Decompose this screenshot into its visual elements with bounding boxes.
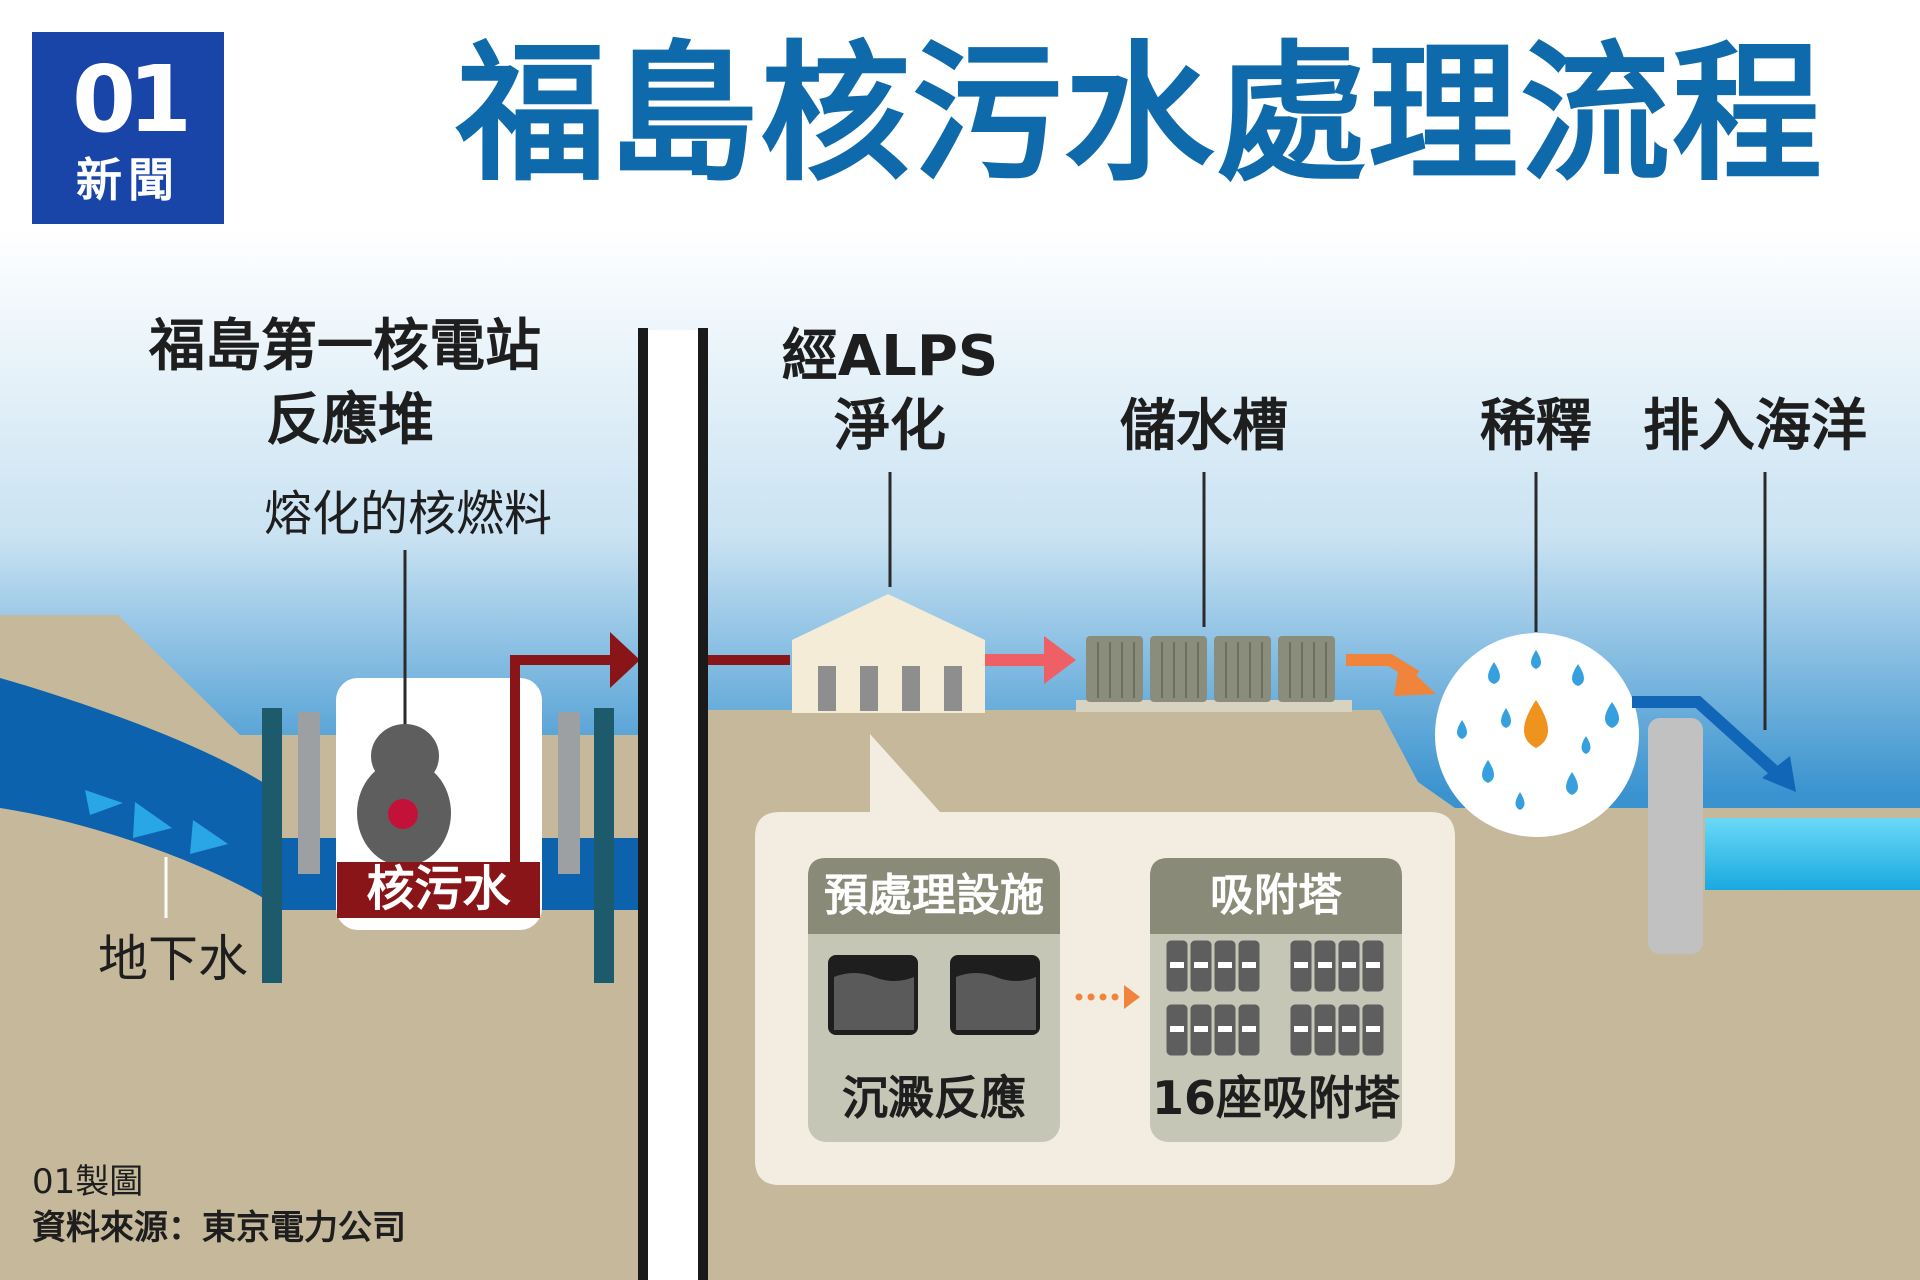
water-drop xyxy=(1566,772,1578,795)
water-drop xyxy=(1531,650,1541,669)
logo-mark: 01 xyxy=(71,46,192,153)
wall-inner-right xyxy=(558,712,580,874)
adsorption-panel-head xyxy=(1150,858,1402,934)
storage-tank-1 xyxy=(1086,636,1143,702)
water-drop xyxy=(1457,720,1467,739)
logo-text: 新聞 xyxy=(76,153,180,207)
alps-window-1 xyxy=(818,666,836,711)
tank-platform xyxy=(1076,700,1352,712)
water-drop xyxy=(1515,792,1525,810)
groundwater-arrow-2 xyxy=(133,802,172,838)
water-drop xyxy=(1605,702,1619,728)
alps-window-3 xyxy=(902,666,920,711)
alps-roof xyxy=(792,594,985,640)
divider-line-left xyxy=(638,328,648,1280)
water-drop xyxy=(1581,736,1591,754)
treated-water-drop xyxy=(1524,700,1548,748)
adsorption-title: 吸附塔 xyxy=(1210,870,1342,921)
water-drop xyxy=(1488,662,1500,684)
divider-line-right xyxy=(698,328,708,1280)
credit-made-by: 01製圖 xyxy=(32,1162,144,1202)
storage-tank-4 xyxy=(1278,636,1335,702)
water-drops xyxy=(1457,650,1619,810)
credit-source: 資料來源：東京電力公司 xyxy=(32,1208,406,1248)
pretreatment-panel-head xyxy=(808,858,1060,934)
storage-tank-label: 儲水槽 xyxy=(1120,394,1288,459)
reactor-label: 反應堆 xyxy=(266,388,434,453)
discharge-pillar xyxy=(1648,718,1703,954)
groundwater-arrow-3 xyxy=(190,820,228,854)
alps-window-4 xyxy=(944,666,962,711)
plant-name-label: 福島第一核電站 xyxy=(149,314,541,379)
groundwater-arrow-1 xyxy=(85,790,123,815)
adsorption-tower-bands xyxy=(1170,962,1380,1032)
melted-fuel-dot xyxy=(388,799,418,829)
storage-tank-3 xyxy=(1214,636,1271,702)
ocean-discharge-arrowhead xyxy=(1762,756,1796,792)
wall-outer-right xyxy=(594,708,614,983)
adsorption-caption: 16座吸附塔 xyxy=(1151,1071,1400,1125)
wall-outer-left xyxy=(262,708,282,983)
storage-tanks xyxy=(1086,636,1335,702)
tank-to-dilution-arrowhead xyxy=(1394,660,1436,696)
wastewater-box xyxy=(337,862,540,918)
water-drop xyxy=(1572,664,1584,686)
divider-gap xyxy=(640,330,708,1280)
wall-inner-left xyxy=(298,712,320,874)
page-title: 福島核污水處理流程 xyxy=(455,28,1824,202)
pretreatment-title: 預處理設施 xyxy=(824,870,1044,921)
news-logo: 01 新聞 xyxy=(32,32,224,224)
contaminated-arrowhead xyxy=(610,632,640,688)
panel-dotted-arrow xyxy=(1075,985,1140,1009)
dilution-label: 稀釋 xyxy=(1480,394,1592,459)
sediment-tank-1-water xyxy=(834,973,914,1030)
alps-label: 經ALPS xyxy=(781,324,999,389)
groundwater-label: 地下水 xyxy=(98,930,248,988)
pretreatment-caption: 沉澱反應 xyxy=(842,1071,1026,1125)
alps-window-2 xyxy=(860,666,878,711)
wastewater-label: 核污水 xyxy=(366,861,511,917)
water-drop xyxy=(1501,708,1511,728)
contaminated-pipe xyxy=(510,655,612,880)
ocean xyxy=(1705,818,1920,890)
alps-to-tank-arrowhead xyxy=(1044,636,1076,684)
ocean-discharge-pipe xyxy=(1632,696,1785,781)
ocean-discharge-label: 排入海洋 xyxy=(1643,394,1867,459)
storage-tank-2 xyxy=(1150,636,1207,702)
sediment-tank-2-water xyxy=(956,973,1036,1030)
purification-label: 淨化 xyxy=(834,394,946,459)
melted-fuel-label: 熔化的核燃料 xyxy=(263,486,552,542)
water-drop xyxy=(1482,760,1494,783)
